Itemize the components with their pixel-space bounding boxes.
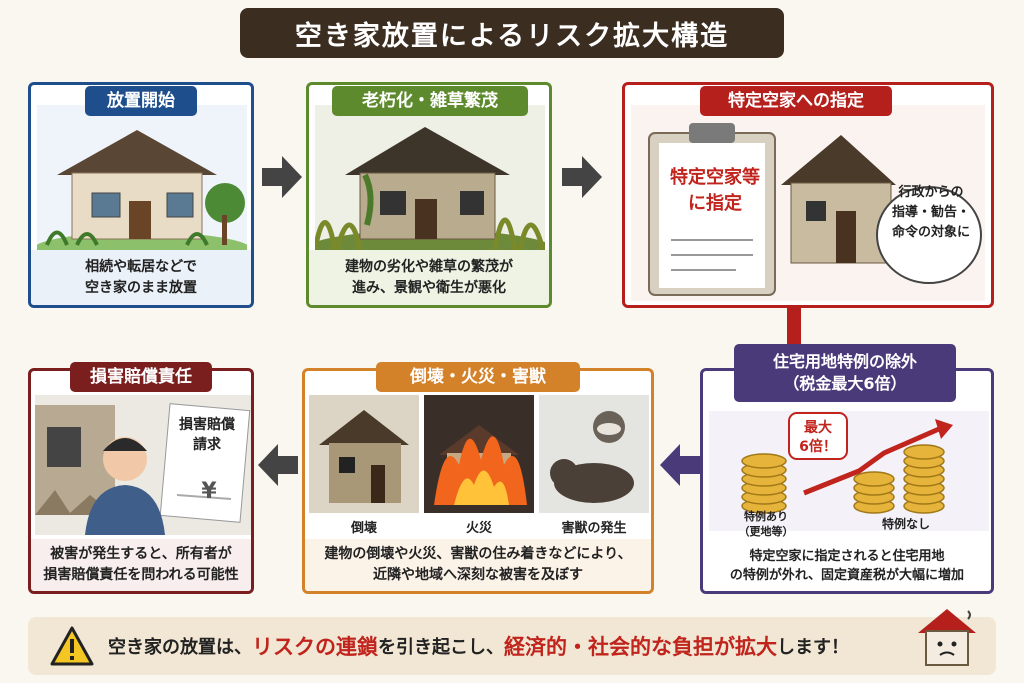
panel-liability: 損害賠償 請求 ¥ 被害が発生すると、所有者が 損害賠償責任を問われる可能性 — [28, 368, 254, 594]
label-s5: 倒壊・火災・害獣 — [376, 362, 580, 392]
label-s1: 放置開始 — [85, 86, 197, 116]
coins-graph-icon — [709, 411, 989, 531]
bottom-text-4: 経済的・社会的な負担が拡大 — [504, 635, 777, 659]
panel-designation: 特定空家等 に指定 行政からの 指導・勧告・ 命令の対象に — [622, 82, 994, 308]
worried-owner-icon — [35, 395, 251, 535]
caption-s2: 建物の劣化や雑草の繁茂が 進み、景観や衛生が悪化 — [309, 250, 549, 305]
caption-s1: 相続や転居などで 空き家のまま放置 — [31, 250, 251, 305]
damages-document-text: 損害賠償 請求 — [179, 417, 235, 453]
bottom-text-3: を引き起こし、 — [378, 637, 504, 658]
panel-deterioration: 建物の劣化や雑草の繁茂が 進み、景観や衛生が悪化 — [306, 82, 552, 308]
page-title: 空き家放置によるリスク拡大構造 — [240, 8, 784, 58]
sub-fire: 火災 — [465, 521, 492, 536]
bottom-text-1: 空き家の放置は、 — [108, 637, 252, 658]
panel-hazards: 倒壊 火災 害獣の発生 建物の倒壊や火災、害獣の住み着きなどにより、 近隣や地域… — [302, 368, 654, 594]
with-special-label: 特例あり （更地等） — [738, 510, 794, 538]
bottom-banner: 空き家の放置は、 リスクの連鎖 を引き起こし、 経済的・社会的な負担が拡大 しま… — [28, 609, 996, 675]
caption-s4: 特定空家に指定されると住宅用地 の特例が外れ、固定資産税が大幅に増加 — [703, 541, 991, 591]
bottom-text-2: リスクの連鎖 — [252, 635, 378, 659]
yen-icon: ¥ — [201, 479, 217, 504]
caption-s5: 建物の倒壊や火災、害獣の住み着きなどにより、 近隣や地域へ深刻な被害を及ぼす — [305, 539, 651, 591]
arrow-right-icon — [262, 156, 302, 198]
bottom-text-5: します！ — [777, 637, 849, 658]
sub-collapse: 倒壊 — [350, 521, 377, 536]
label-s6: 損害賠償責任 — [70, 362, 212, 392]
label-s4: 住宅用地特例の除外 （税金最大6倍） — [734, 344, 956, 402]
designation-document-text: 特定空家等 に指定 — [670, 167, 760, 214]
arrow-left-icon — [660, 444, 700, 486]
house-icon — [37, 105, 247, 255]
arrow-left-icon — [258, 444, 298, 486]
worried-house-icon — [918, 609, 976, 666]
panel-abandonment-start: 相続や転居などで 空き家のまま放置 — [28, 82, 254, 308]
connector-line — [787, 308, 801, 348]
caption-s6: 被害が発生すると、所有者が 損害賠償責任を問われる可能性 — [31, 539, 251, 591]
max-6x-badge: 最大 6倍！ — [799, 420, 837, 455]
clipboard-house-icon — [631, 105, 985, 301]
without-special-label: 特例なし — [881, 517, 930, 531]
label-s3: 特定空家への指定 — [700, 86, 892, 116]
ruined-house-icon — [315, 105, 545, 255]
sub-pest: 害獣の発生 — [561, 521, 627, 536]
label-s2: 老朽化・雑草繁茂 — [332, 86, 528, 116]
warning-icon — [50, 626, 94, 666]
arrow-right-icon — [562, 156, 602, 198]
speech-bubble-text: 行政からの 指導・勧告・ 命令の対象に — [891, 185, 970, 240]
collapse-fire-pest-icon — [309, 395, 649, 513]
panel-tax-exclusion: 最大 6倍！ 特例あり （更地等） 特例なし 特定空家に指定されると住宅用地 の… — [700, 368, 994, 594]
